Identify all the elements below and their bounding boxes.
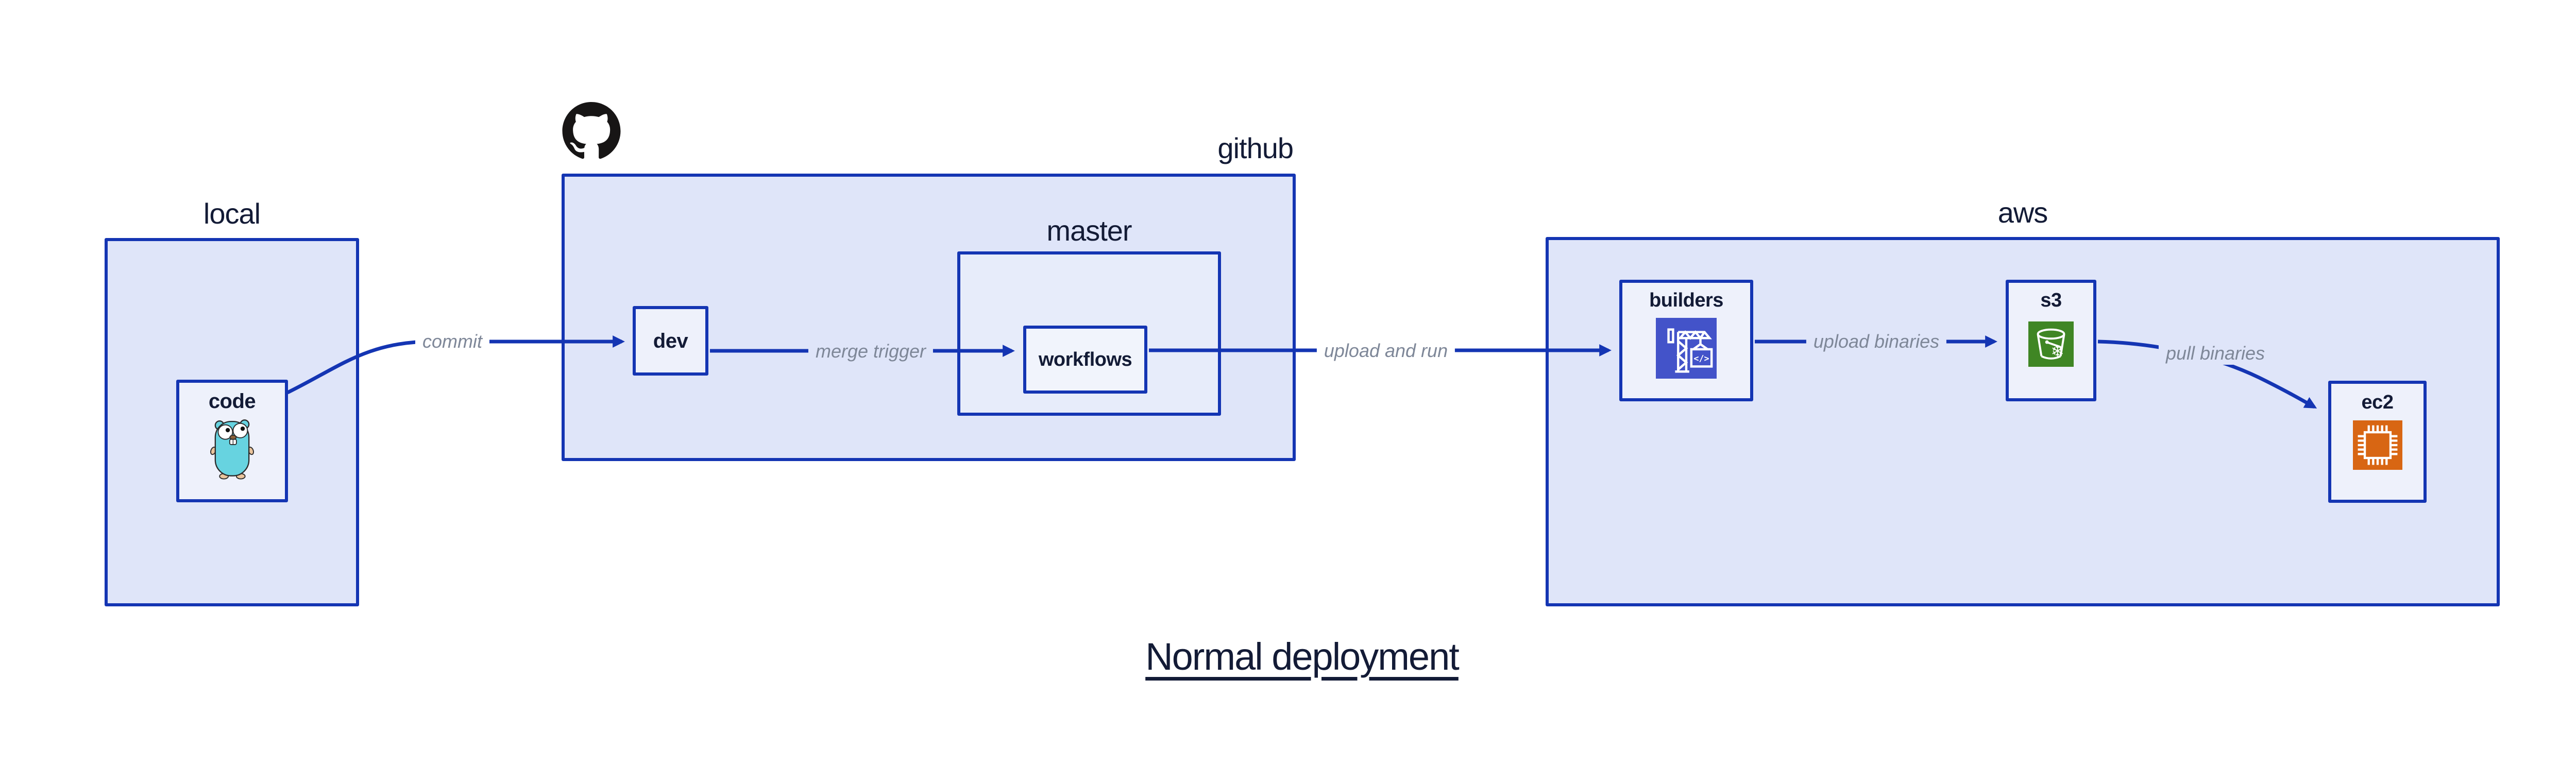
dev-node: dev [633,306,708,376]
github-group-label: github [1217,132,1294,164]
ec2-node: ec2 [2328,381,2427,503]
go-gopher-icon [208,415,257,482]
aws-group-label: aws [1997,196,2048,229]
workflows-node-label: workflows [1038,349,1132,370]
dev-node-label: dev [653,329,688,352]
s3-node-label: s3 [2040,290,2062,311]
aws-s3-glacier-bucket-icon: ❄ [2028,321,2074,367]
s3-node: s3 ❄ [2006,280,2096,401]
aws-codebuild-crane-icon: </> [1656,318,1717,379]
github-octocat-icon [562,102,621,163]
commit-edge-label: commit [415,330,489,353]
upload-and-run-edge-label: upload and run [1316,339,1455,362]
svg-text:❄: ❄ [2051,342,2064,361]
aws-ec2-chip-icon [2352,420,2402,470]
code-node-label: code [208,390,256,413]
local-group-label: local [203,197,261,230]
code-node: code [176,380,288,502]
builders-node: builders </> [1619,280,1753,401]
diagram-title: Normal deployment [1145,635,1460,678]
upload-binaries-edge-label: upload binaries [1806,330,1947,353]
master-group-label: master [1046,214,1132,247]
svg-text:</>: </> [1693,353,1709,364]
builders-node-label: builders [1649,290,1723,311]
workflows-node: workflows [1023,326,1147,394]
merge-trigger-edge-label: merge trigger [808,340,934,363]
pull-binaries-edge-label: pull binaries [2158,342,2273,365]
ec2-node-label: ec2 [2361,392,2394,413]
